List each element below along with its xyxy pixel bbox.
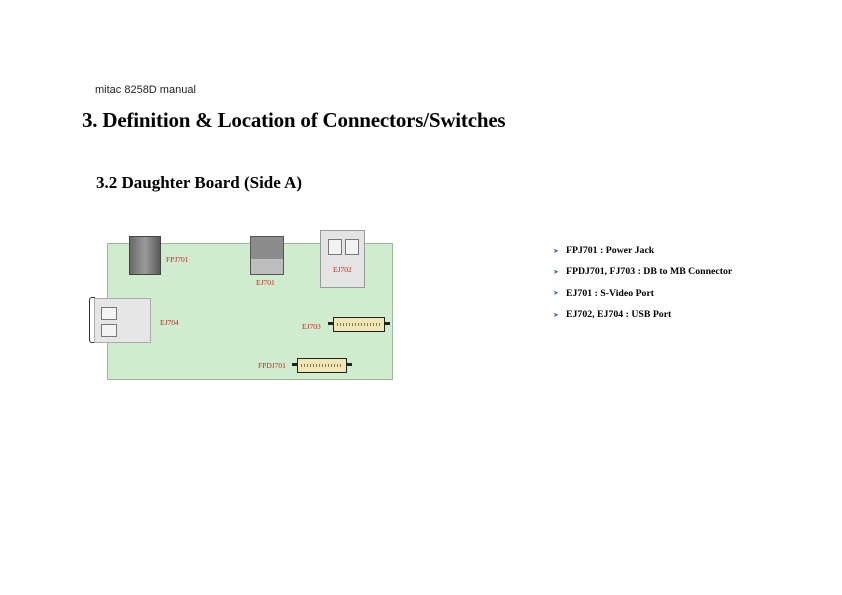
usb-port-side-component (94, 298, 151, 343)
arrow-bullet-icon: ➤ (553, 267, 559, 276)
power-jack-label: FPJ701 (166, 255, 189, 264)
connector-legend: ➤ FPJ701 : Power Jack ➤ FPDJ701, FJ703 :… (553, 240, 732, 325)
power-jack-component (129, 236, 161, 275)
connector-pin (385, 322, 390, 325)
arrow-bullet-icon: ➤ (553, 246, 559, 255)
usb-port-side-label: EJ704 (160, 318, 179, 327)
svideo-port-label: EJ701 (256, 278, 275, 287)
connector-pin (292, 363, 297, 366)
arrow-bullet-icon: ➤ (553, 310, 559, 319)
legend-item-text: EJ702, EJ704 : USB Port (566, 309, 672, 321)
svideo-port-lower (251, 259, 283, 274)
page-title: 3. Definition & Location of Connectors/S… (82, 108, 506, 132)
usb-port-top-label: EJ702 (333, 265, 352, 274)
legend-item-text: FPJ701 : Power Jack (566, 245, 655, 257)
usb-slot (345, 239, 359, 255)
db-connector-b-component (297, 358, 347, 373)
usb-slot (328, 239, 342, 255)
db-connector-a-label: EJ703 (302, 322, 321, 331)
usb-port-top-component (320, 230, 365, 288)
legend-item-text: EJ701 : S-Video Port (566, 287, 655, 299)
header-note: mitac 8258D manual (95, 84, 196, 96)
legend-item: ➤ FPDJ701, FJ703 : DB to MB Connector (553, 261, 732, 282)
connector-pin (328, 322, 333, 325)
usb-slot (101, 324, 117, 337)
connector-pin (347, 363, 352, 366)
arrow-bullet-icon: ➤ (553, 289, 559, 298)
legend-item: ➤ EJ701 : S-Video Port (553, 283, 732, 304)
legend-item: ➤ EJ702, EJ704 : USB Port (553, 304, 732, 325)
legend-item: ➤ FPJ701 : Power Jack (553, 240, 732, 261)
db-connector-a-component (333, 317, 385, 332)
legend-item-text: FPDJ701, FJ703 : DB to MB Connector (566, 266, 733, 278)
svideo-port-component (250, 236, 284, 275)
section-title: 3.2 Daughter Board (Side A) (96, 173, 303, 192)
usb-port-side-bracket (89, 297, 95, 343)
db-connector-b-label: FPDJ701 (258, 361, 286, 370)
usb-slot (101, 307, 117, 320)
